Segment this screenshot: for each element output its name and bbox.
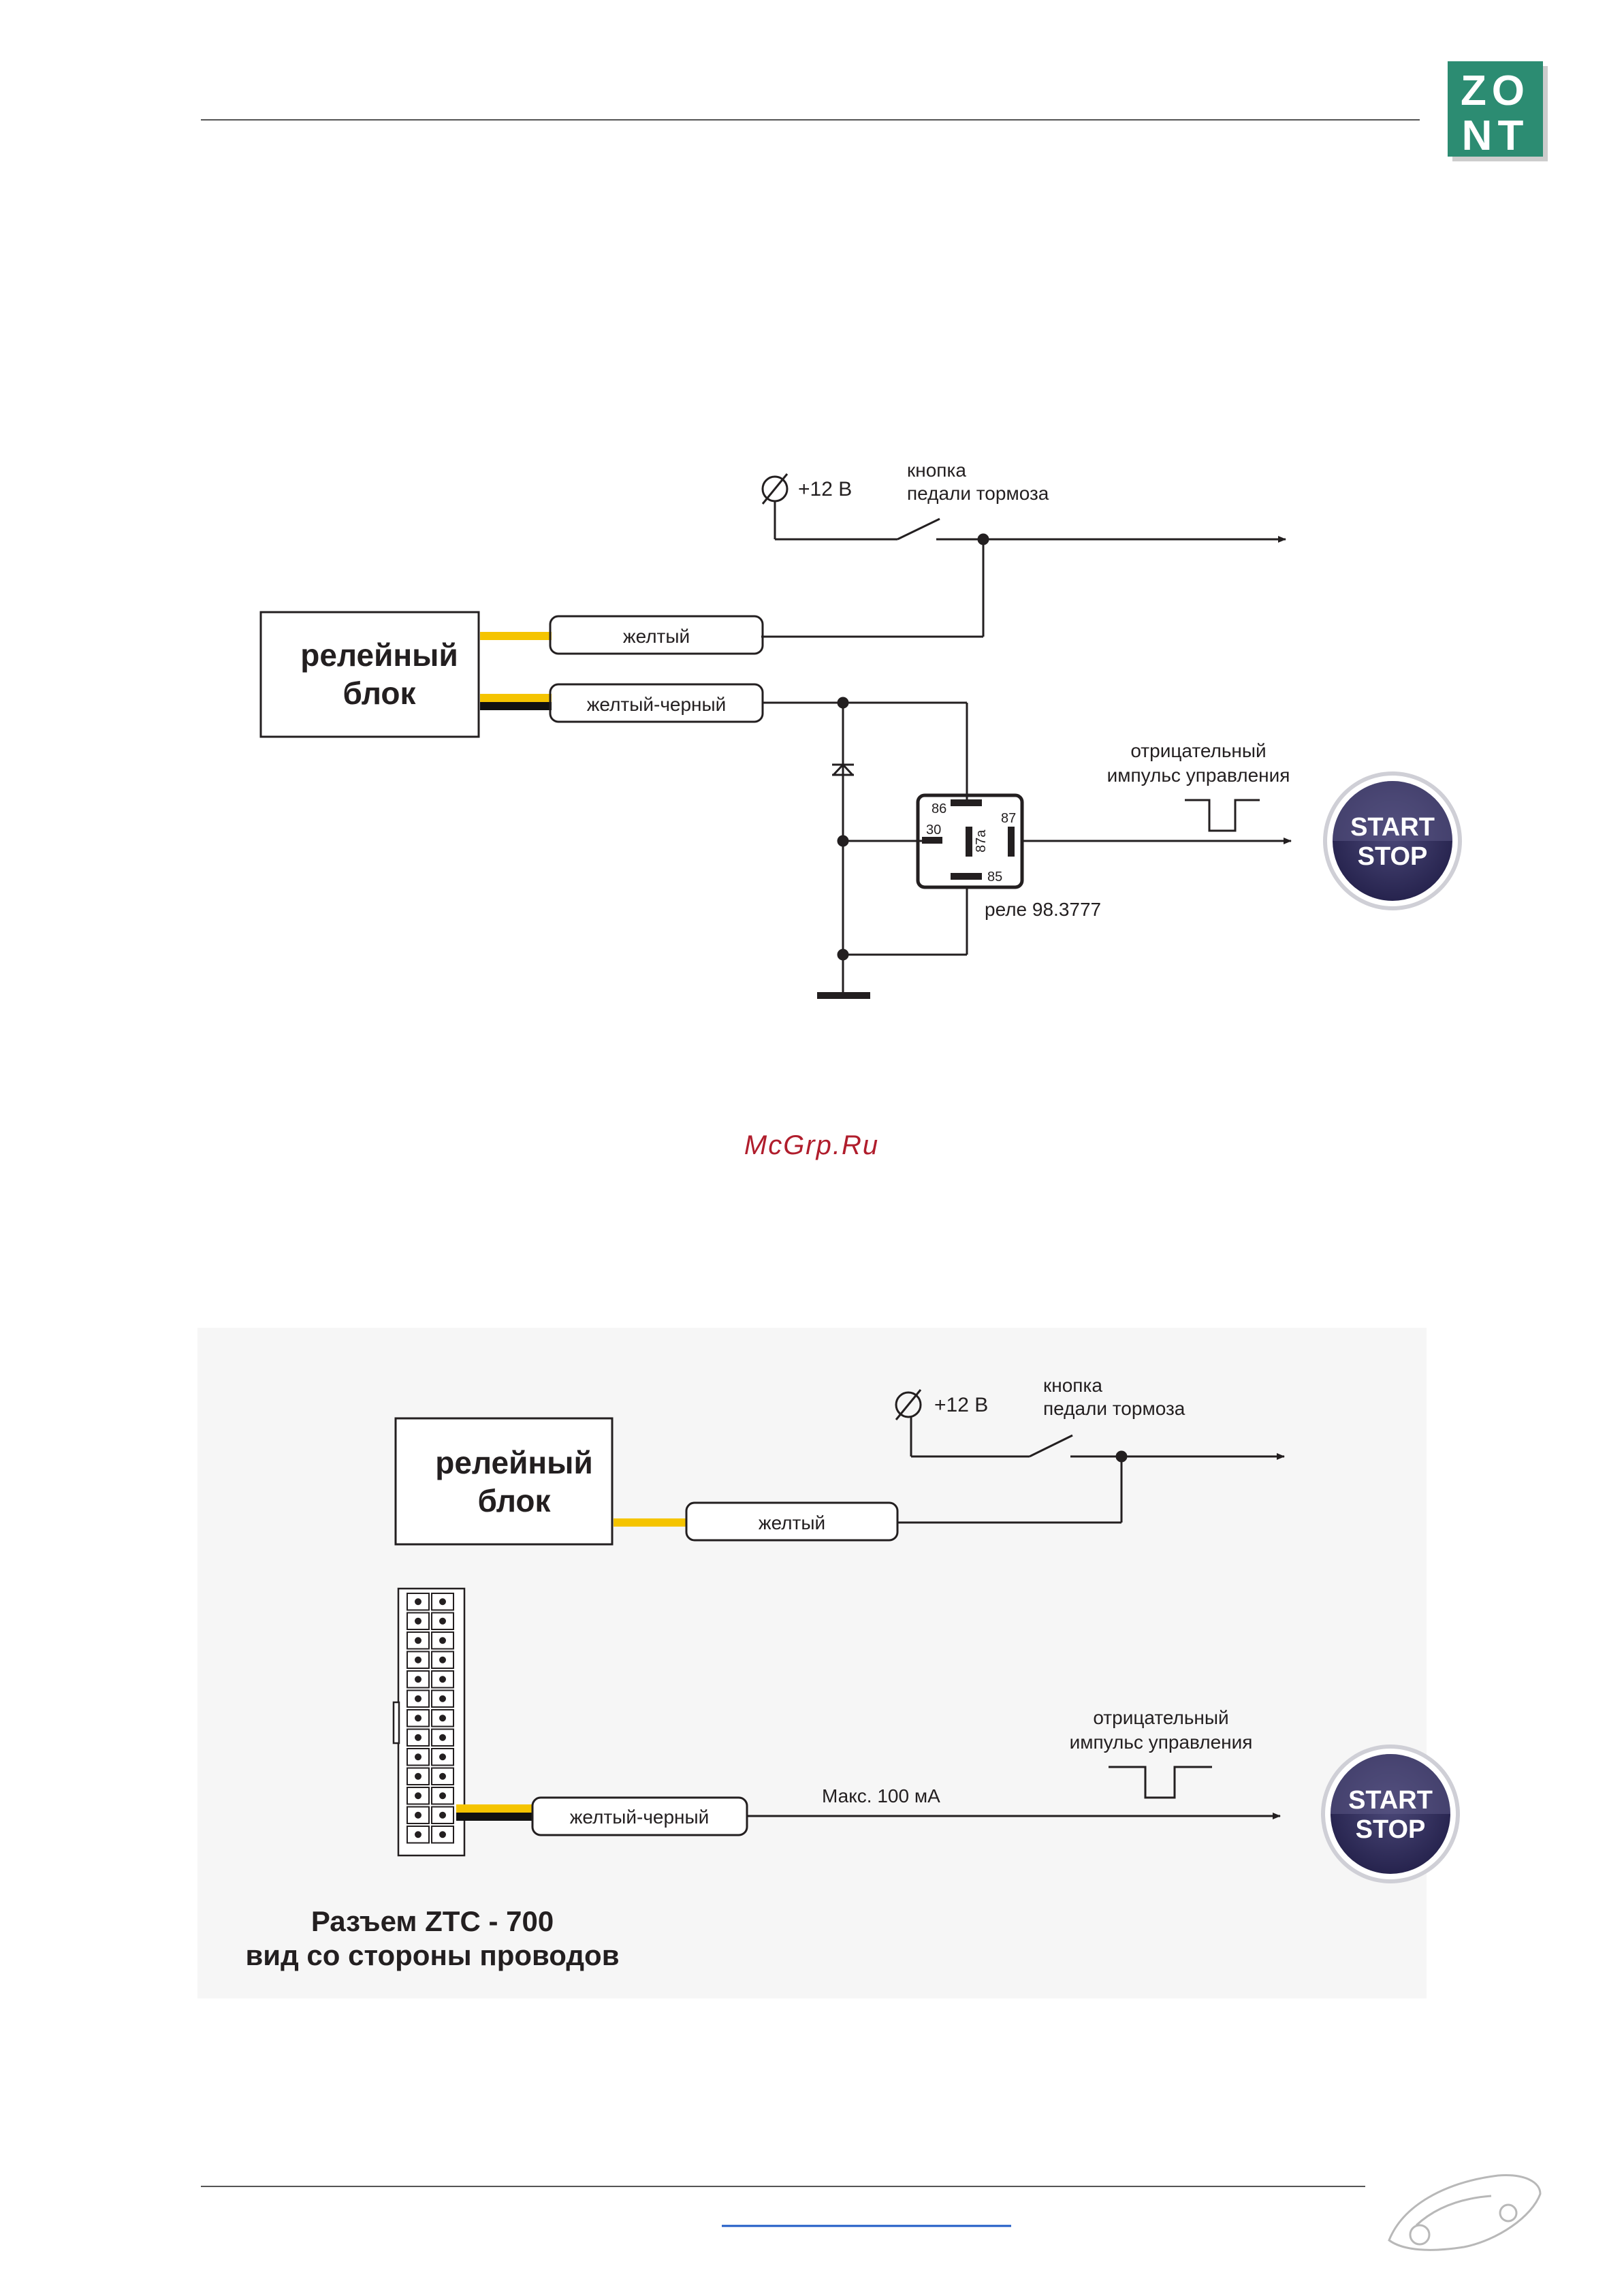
connector-pin-dot bbox=[415, 1715, 421, 1722]
relay-pin-87: 87 bbox=[1001, 811, 1016, 826]
relay-block-label-line-1: релейный bbox=[435, 1445, 593, 1480]
relay-pin-30: 30 bbox=[926, 823, 941, 838]
connector-pin-dot bbox=[439, 1753, 446, 1761]
supply-terminal-icon bbox=[895, 1391, 922, 1418]
connector-caption-line-1: Разъем ZTC - 700 bbox=[311, 1905, 554, 1937]
relay-block-box bbox=[259, 611, 480, 738]
ground-icon bbox=[817, 992, 870, 999]
connector-pin-dot bbox=[439, 1695, 446, 1702]
pulse-label-line-2: импульс управления bbox=[1070, 1732, 1253, 1753]
diagram-2-panel bbox=[197, 1328, 1427, 1998]
switch-label-line-2: педали тормоза bbox=[907, 483, 1049, 504]
switch-label-line-1: кнопка bbox=[1043, 1375, 1102, 1396]
relay-pin-86: 86 bbox=[932, 801, 946, 816]
start-stop-button-2: START STOP bbox=[1321, 1745, 1460, 1883]
logo-bottom-text: NT bbox=[1462, 112, 1529, 159]
connector-caption-line-2: вид со стороны проводов bbox=[245, 1939, 619, 1971]
wire-label-box-yellow bbox=[685, 1501, 899, 1542]
supply-label: +12 В bbox=[934, 1394, 988, 1416]
connector-pin-dot bbox=[415, 1792, 421, 1800]
relay-pin-87a: 87a bbox=[974, 829, 989, 853]
negative-pulse-icon bbox=[1185, 799, 1260, 832]
watermark: McGrp.Ru bbox=[744, 1130, 879, 1160]
current-limit-label: Макс. 100 мА bbox=[822, 1785, 940, 1806]
button-2-line-1: START bbox=[1348, 1786, 1433, 1815]
relay-block-label-line-2: блок bbox=[343, 675, 416, 711]
wire-label-yellow-black: желтый-черный bbox=[570, 1806, 710, 1828]
start-stop-button-1: START STOP bbox=[1323, 771, 1462, 910]
negative-pulse-icon bbox=[1109, 1766, 1212, 1799]
pulse-label-line-2: импульс управления bbox=[1107, 765, 1290, 786]
connector-pin-cell bbox=[431, 1593, 454, 1611]
connector-pin-dot bbox=[439, 1656, 446, 1663]
brake-switch-icon bbox=[1029, 1434, 1073, 1458]
connector-pin-dot bbox=[415, 1753, 421, 1761]
diagram-2-text: +12 В кнопка педали тормоза релейный бло… bbox=[245, 1375, 1252, 1971]
wire-label-yellow: желтый bbox=[623, 626, 690, 647]
diagram-1-text: +12 В кнопка педали тормоза релейный бло… bbox=[300, 460, 1290, 920]
connector-pin-dot bbox=[415, 1695, 421, 1702]
connector-pin-dot bbox=[439, 1617, 446, 1625]
wire-label-yellow: желтый bbox=[759, 1512, 825, 1533]
relay-block-label-line-2: блок bbox=[477, 1483, 551, 1518]
connector-pin-dot bbox=[439, 1715, 446, 1722]
connector-pin-dot bbox=[415, 1734, 421, 1741]
relay-block-label-line-1: релейный bbox=[300, 637, 458, 673]
connector-pin-dot bbox=[439, 1676, 446, 1683]
logo-top-text: ZO bbox=[1461, 67, 1530, 114]
car-silhouette-icon bbox=[1388, 2174, 1542, 2251]
wire-label-yellow-black: желтый-черный bbox=[587, 694, 727, 715]
button-1-line-2: STOP bbox=[1358, 842, 1428, 871]
relay-pin-85: 85 bbox=[987, 870, 1002, 885]
connector-pin-cell bbox=[407, 1709, 430, 1727]
connector-pin-dot bbox=[439, 1811, 446, 1819]
pulse-label-line-1: отрицательный bbox=[1093, 1707, 1228, 1728]
pulse-label-line-1: отрицательный bbox=[1130, 740, 1266, 761]
relay-model-label: реле 98.3777 bbox=[985, 899, 1101, 920]
button-1-line-1: START bbox=[1350, 813, 1435, 842]
connector-pin-dot bbox=[415, 1811, 421, 1819]
switch-label-line-2: педали тормоза bbox=[1043, 1398, 1185, 1419]
connector-pin-dot bbox=[439, 1772, 446, 1780]
wire-label-box-yellow bbox=[549, 615, 764, 655]
diagram-1 bbox=[259, 473, 1292, 999]
connector-pin-dot bbox=[415, 1831, 421, 1838]
supply-label: +12 В bbox=[798, 478, 852, 500]
connector-pin-dot bbox=[439, 1637, 446, 1644]
button-2-line-2: STOP bbox=[1356, 1815, 1426, 1844]
relay-block-box bbox=[394, 1417, 614, 1546]
connector-pin-dot bbox=[439, 1734, 446, 1741]
connector-pin-dot bbox=[415, 1676, 421, 1683]
diode-icon bbox=[832, 763, 854, 776]
connector-pin-dot bbox=[415, 1617, 421, 1625]
connector-pin-dot bbox=[439, 1792, 446, 1800]
connector-pin-dot bbox=[415, 1772, 421, 1780]
connector-pin-dot bbox=[439, 1598, 446, 1606]
connector-cells bbox=[407, 1593, 454, 1844]
connector-pin-dot bbox=[415, 1598, 421, 1606]
connector-pin-dot bbox=[415, 1637, 421, 1644]
switch-label-line-1: кнопка bbox=[907, 460, 966, 481]
zont-logo: ZO NT bbox=[1448, 61, 1548, 161]
connector-pin-dot bbox=[415, 1656, 421, 1663]
connector-pin-dot bbox=[439, 1831, 446, 1838]
brake-switch-icon bbox=[897, 517, 940, 541]
